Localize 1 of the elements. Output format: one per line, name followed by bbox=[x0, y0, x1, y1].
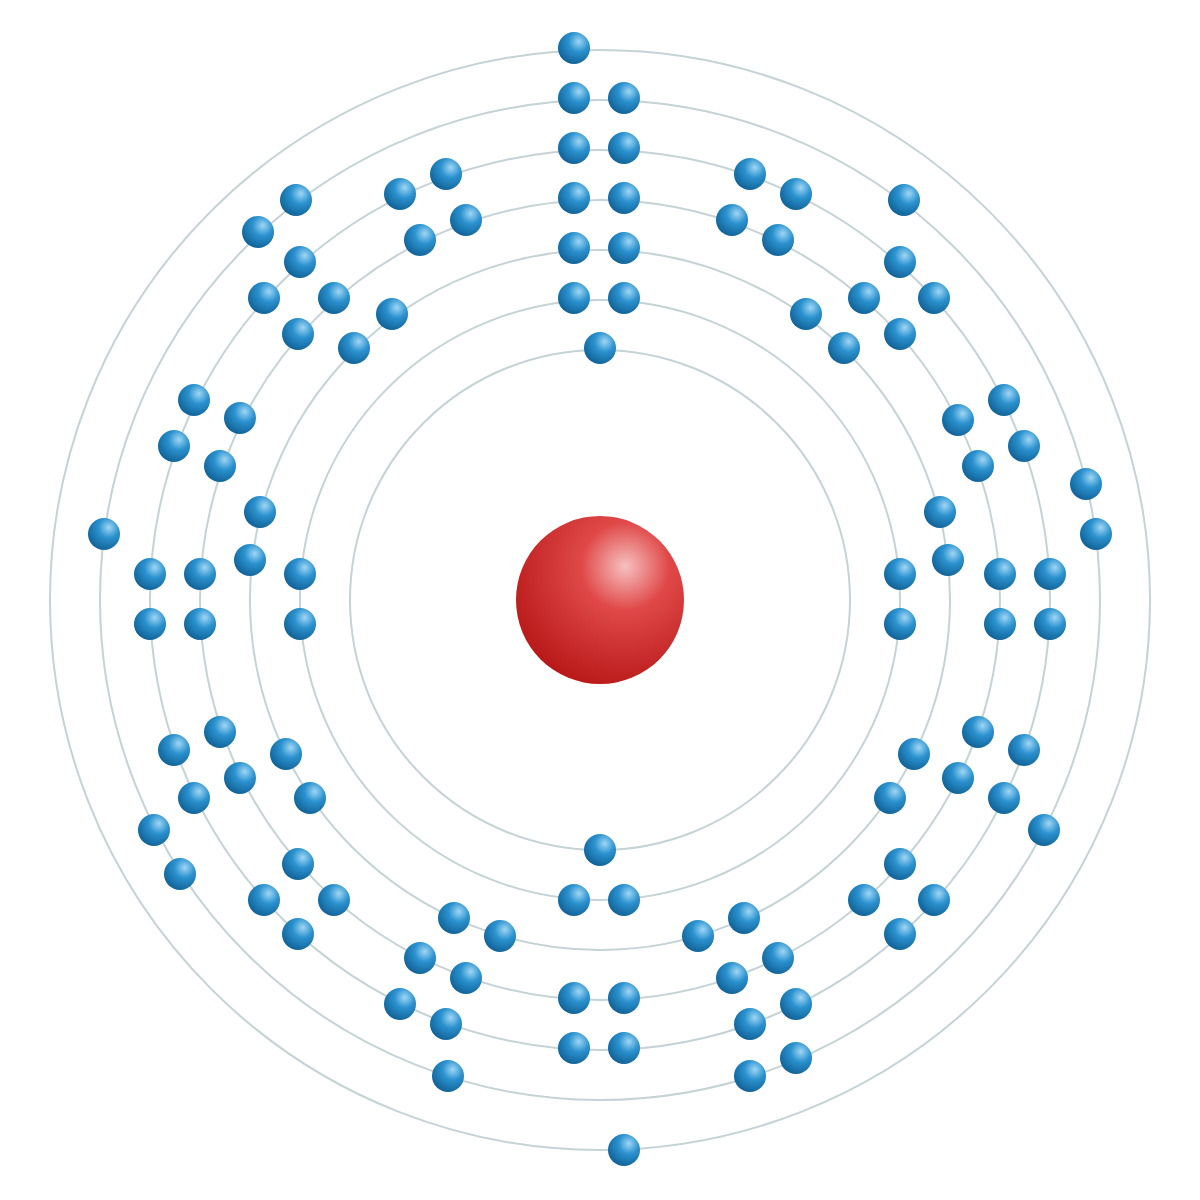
nucleus-sphere bbox=[516, 516, 684, 684]
